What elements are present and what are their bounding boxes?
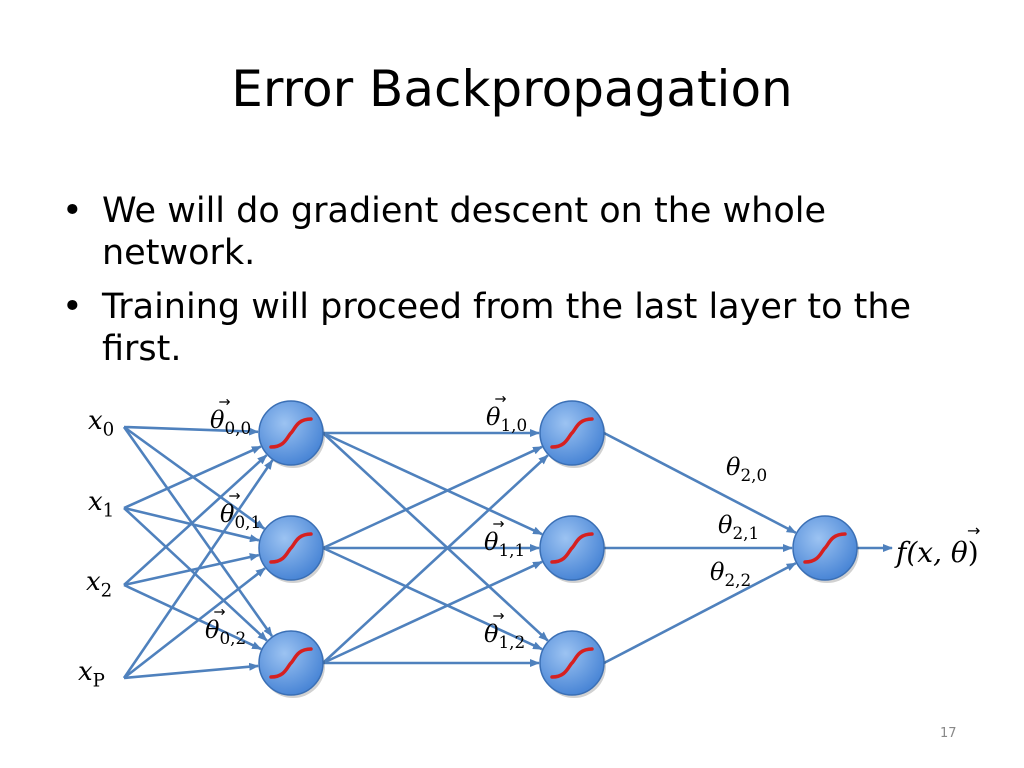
input-to-hidden1-edge: [123, 583, 263, 651]
weight-label-layer0-base: θ: [220, 500, 235, 528]
hidden1-node: [258, 400, 325, 468]
sigmoid-icon: [269, 647, 313, 679]
output-label-suffix: ): [968, 536, 979, 569]
output-label-theta: θ: [951, 536, 968, 569]
hidden1-to-hidden2-edge: [322, 431, 543, 536]
weight-label-layer1-base: θ: [484, 620, 499, 648]
hidden2-to-output-edge: [603, 562, 797, 665]
sigmoid-icon: [550, 417, 594, 449]
weight-label-layer1: θ1,0: [486, 403, 527, 435]
vector-arrow-icon: →: [494, 391, 506, 407]
hidden1-to-hidden2-edge: [322, 432, 549, 642]
input-label-subscript: 1: [103, 501, 115, 522]
input-to-hidden1-edge: [122, 426, 273, 637]
vector-arrow-icon: →: [213, 604, 225, 620]
input-label-subscript: 0: [103, 420, 115, 441]
vector-arrow-icon: →: [218, 394, 230, 410]
output-label-prefix: f(x,: [894, 536, 951, 569]
bullet-item: • We will do gradient descent on the who…: [62, 190, 982, 274]
input-label-base: x: [78, 657, 93, 687]
input-label: xP: [78, 657, 105, 692]
input-to-hidden1-edge: [123, 662, 260, 680]
hidden2-node: [539, 515, 606, 583]
weight-label-layer2-base: θ: [726, 453, 741, 481]
bullet-item: • Training will proceed from the last la…: [62, 286, 982, 370]
weight-label-layer2: θ2,2: [710, 558, 751, 590]
labels-group: x0x1x2xPθ0,0→θ0,1→θ0,2→θ1,0→θ1,1→θ1,2→θ2…: [78, 391, 980, 691]
weight-label-layer0-base: θ: [210, 406, 225, 434]
weight-label-layer1-subscript: 1,2: [498, 632, 525, 652]
input-to-hidden1-edge: [123, 553, 260, 587]
input-to-hidden1-edge: [123, 445, 262, 510]
weight-label-layer2-base: θ: [718, 511, 733, 539]
hidden1-node: [258, 515, 325, 583]
input-label: x0: [88, 406, 114, 441]
hidden1-to-hidden2-edge: [322, 445, 543, 550]
weight-label-layer2: θ2,1: [718, 511, 759, 543]
bullet-marker: •: [62, 191, 83, 231]
page-number: 17: [940, 726, 957, 741]
nodes-group: [258, 400, 859, 698]
vector-arrow-icon: →: [492, 516, 504, 532]
weight-label-layer0-subscript: 0,1: [234, 512, 261, 532]
input-to-hidden1-edge: [123, 567, 266, 680]
weight-label-layer0-subscript: 0,0: [224, 418, 251, 438]
input-label-subscript: 2: [101, 581, 113, 602]
bullet-list: • We will do gradient descent on the who…: [62, 190, 982, 382]
output-node: [792, 515, 859, 583]
input-to-hidden1-edge: [123, 454, 268, 586]
weight-label-layer2-subscript: 2,2: [724, 570, 751, 590]
input-to-hidden1-edge: [122, 459, 274, 679]
weight-label-layer1-subscript: 1,0: [500, 415, 527, 435]
input-to-hidden1-edge: [123, 425, 260, 436]
input-label-base: x: [86, 567, 101, 597]
hidden2-node: [539, 630, 606, 698]
vector-arrow-icon: →: [967, 521, 980, 540]
weight-label-layer1-base: θ: [484, 528, 499, 556]
weight-label-layer0-subscript: 0,2: [219, 628, 246, 648]
sigmoid-icon: [550, 647, 594, 679]
input-label: x1: [88, 487, 114, 522]
weight-label-layer0: θ0,1: [220, 500, 261, 532]
hidden1-to-hidden2-edge: [322, 546, 543, 651]
sigmoid-icon: [269, 532, 313, 564]
sigmoid-icon: [269, 417, 313, 449]
weight-label-layer2-base: θ: [710, 558, 725, 586]
hidden2-node: [539, 400, 606, 468]
output-function-label: f(x, θ): [894, 536, 979, 569]
input-label: x2: [86, 567, 112, 602]
sigmoid-icon: [803, 532, 847, 564]
bullet-text: We will do gradient descent on the whole…: [102, 191, 827, 273]
weight-label-layer2-subscript: 2,1: [732, 523, 759, 543]
hidden1-to-hidden2-edge: [322, 454, 549, 664]
input-label-base: x: [88, 487, 103, 517]
input-label-subscript: P: [93, 671, 105, 692]
weight-label-layer0: θ0,0: [210, 406, 251, 438]
input-label-base: x: [88, 406, 103, 436]
weight-label-layer0: θ0,2: [205, 616, 246, 648]
sigmoid-icon: [550, 532, 594, 564]
edges-group: [122, 425, 893, 680]
hidden2-to-output-edge: [603, 431, 797, 534]
vector-arrow-icon: →: [228, 488, 240, 504]
weight-label-layer1: θ1,2: [484, 620, 525, 652]
weight-label-layer1-base: θ: [486, 403, 501, 431]
weight-label-layer0-base: θ: [205, 616, 220, 644]
weight-label-layer1-subscript: 1,1: [498, 540, 525, 560]
hidden1-to-hidden2-edge: [322, 560, 543, 665]
bullet-marker: •: [62, 287, 83, 327]
bullet-text: Training will proceed from the last laye…: [102, 287, 912, 369]
weight-label-layer2-subscript: 2,0: [740, 465, 767, 485]
slide-title: Error Backpropagation: [231, 60, 793, 118]
weight-label-layer2: θ2,0: [726, 453, 767, 485]
weight-label-layer1: θ1,1: [484, 528, 525, 560]
hidden1-node: [258, 630, 325, 698]
vector-arrow-icon: →: [492, 608, 504, 624]
